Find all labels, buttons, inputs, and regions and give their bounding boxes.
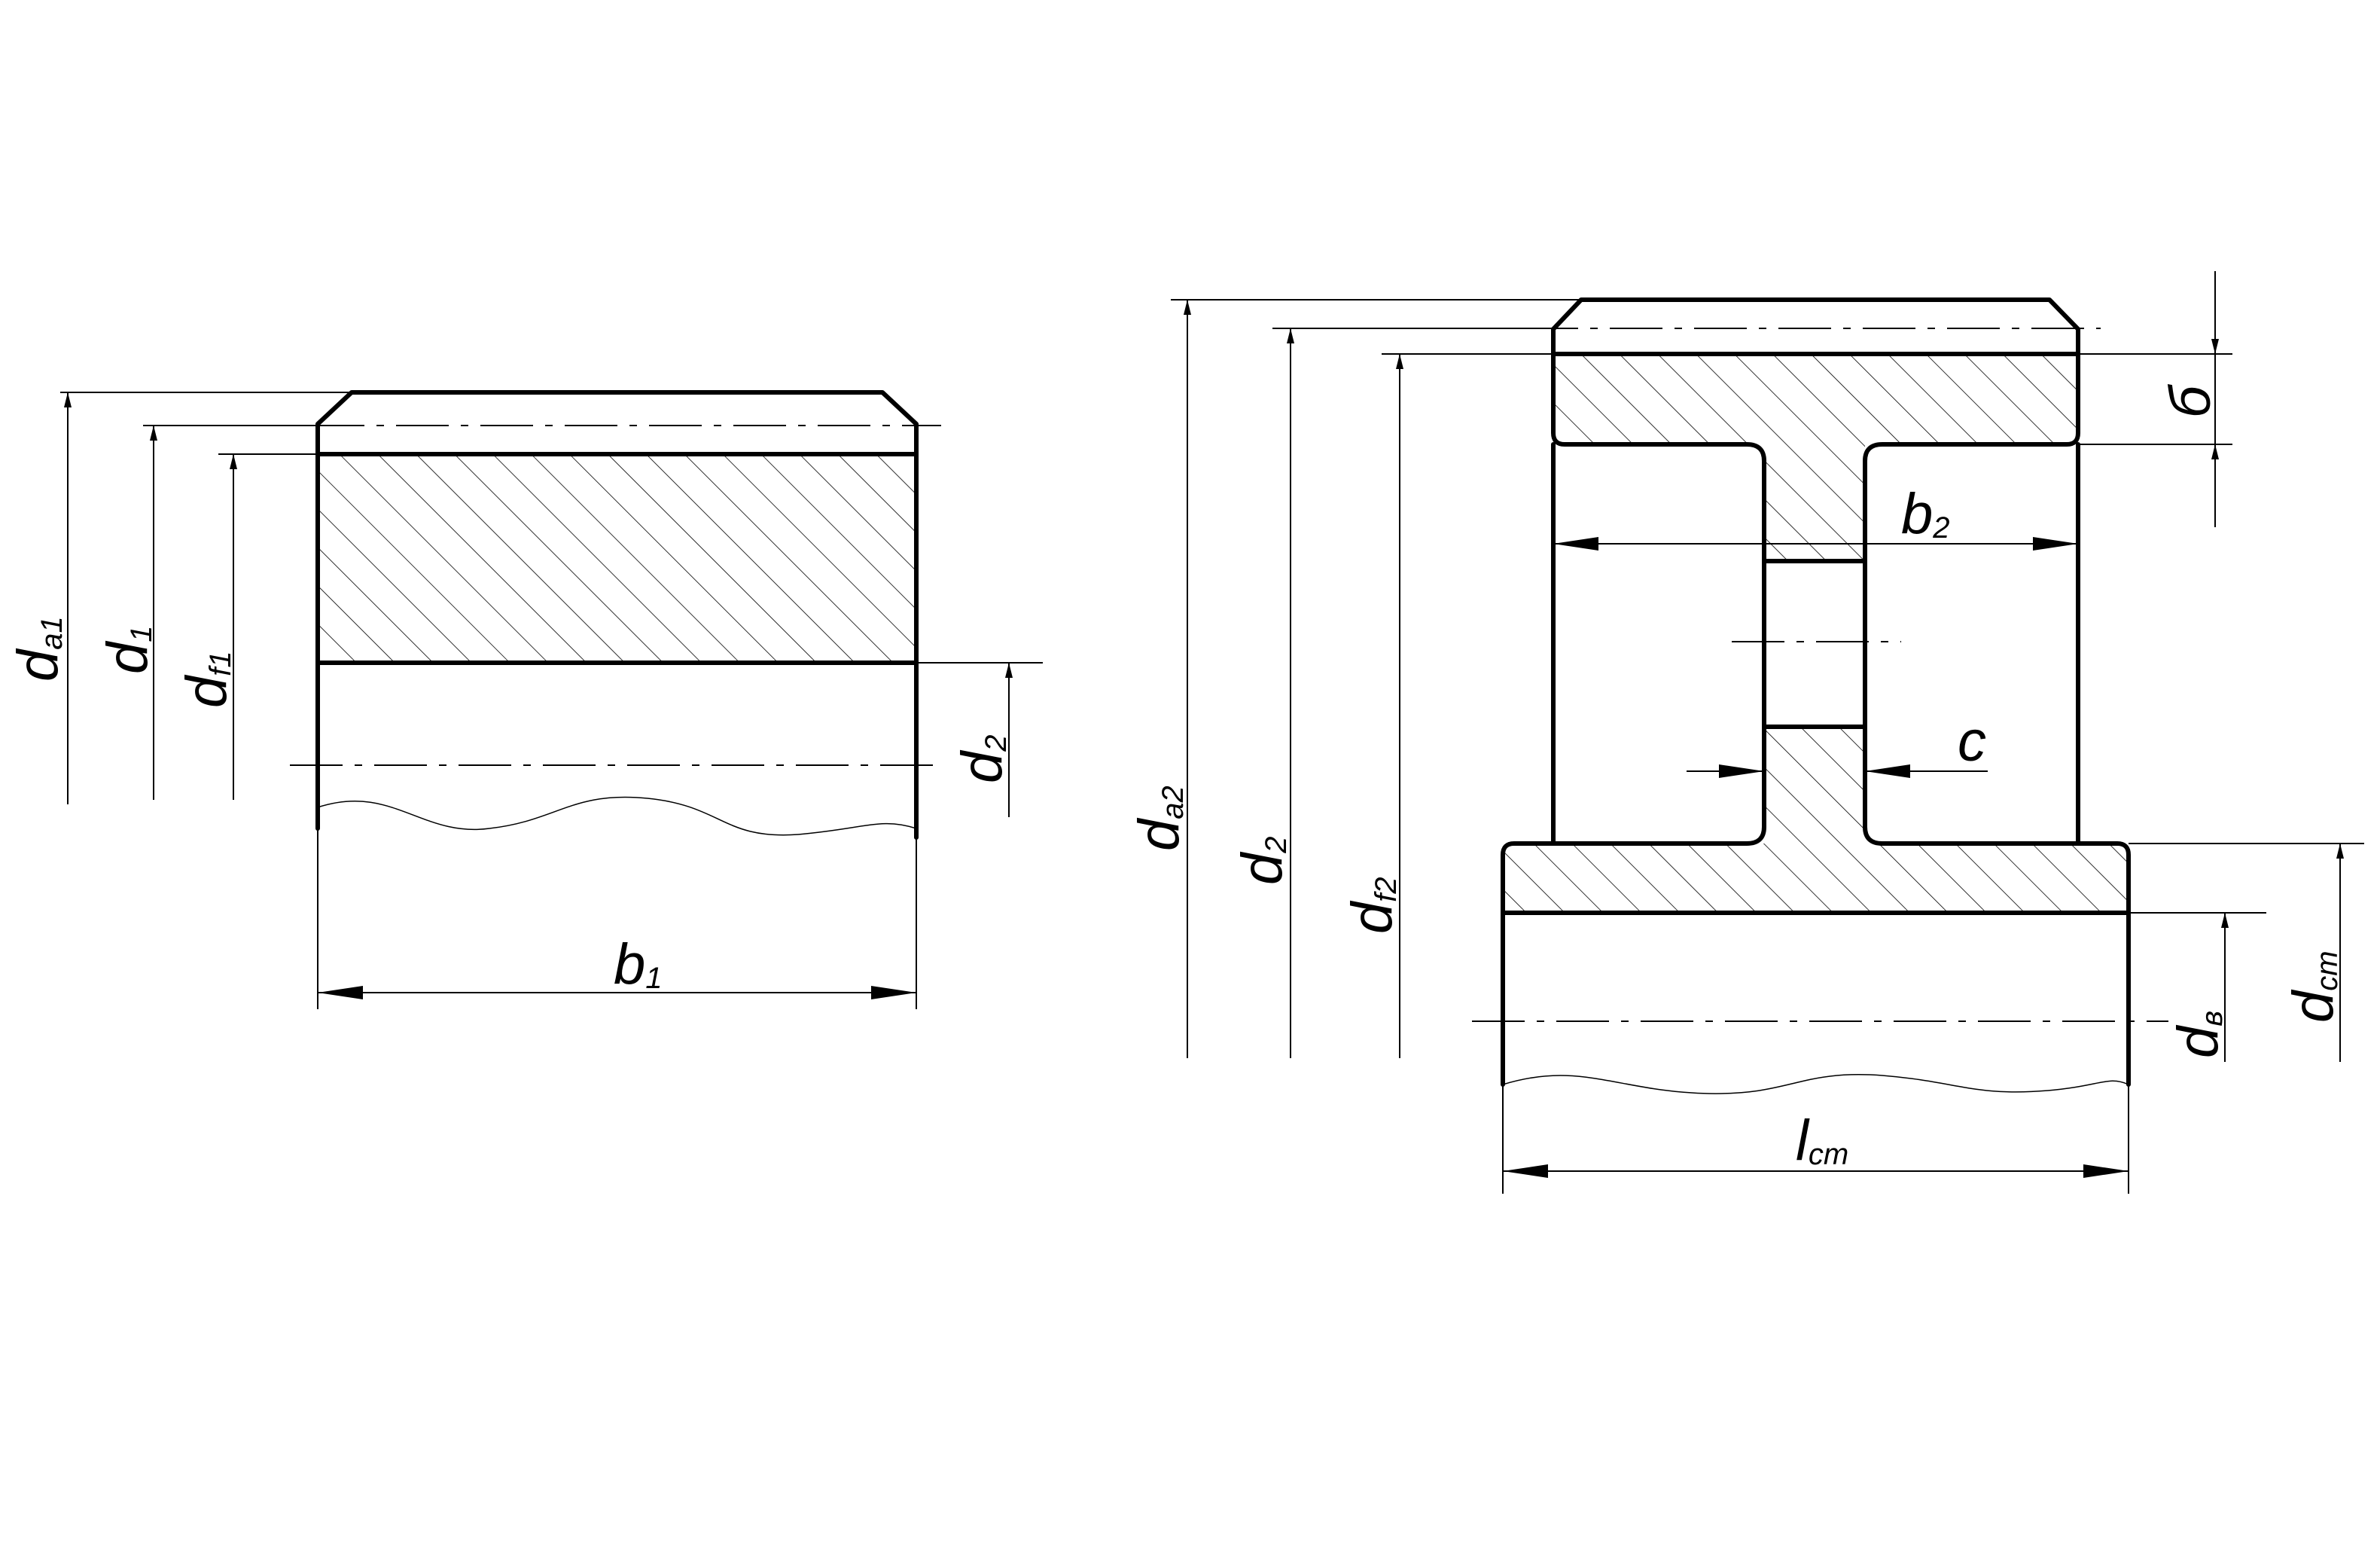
pinion-hatch <box>318 454 916 663</box>
pinion-view: da1 d1 df1 d2 b1 <box>6 390 1043 1009</box>
lst-label: lст <box>1796 1109 1848 1173</box>
wheel-view: da2 d2 df2 б b2 c dв dст lст <box>1127 271 2364 1194</box>
d1-label: d1 <box>96 625 160 674</box>
b1-label: b1 <box>614 932 663 996</box>
d2-left-label: d2 <box>950 734 1014 783</box>
df2-label: df2 <box>1340 877 1404 934</box>
da2-label: da2 <box>1127 786 1191 851</box>
pinion-break-line <box>317 796 917 836</box>
dst-label: dст <box>2281 950 2345 1023</box>
d2-label: d2 <box>1230 836 1294 885</box>
c-label: c <box>1958 709 1986 773</box>
wheel-outline-right <box>1551 297 2131 1087</box>
b2-label: b2 <box>1901 482 1950 546</box>
wheel-rim-hatch <box>1553 354 2078 444</box>
wheel-break-line <box>1502 1074 2129 1094</box>
wheel-outline-left <box>1501 352 1766 1087</box>
da1-label: da1 <box>6 616 70 682</box>
df1-label: df1 <box>175 651 239 708</box>
dv-label: dв <box>2166 1011 2230 1058</box>
delta-label: б <box>2159 384 2223 418</box>
web-hatch-bottom <box>1764 727 1865 844</box>
pinion-outline <box>315 390 919 840</box>
wheel-hub-hatch <box>1503 844 2129 913</box>
